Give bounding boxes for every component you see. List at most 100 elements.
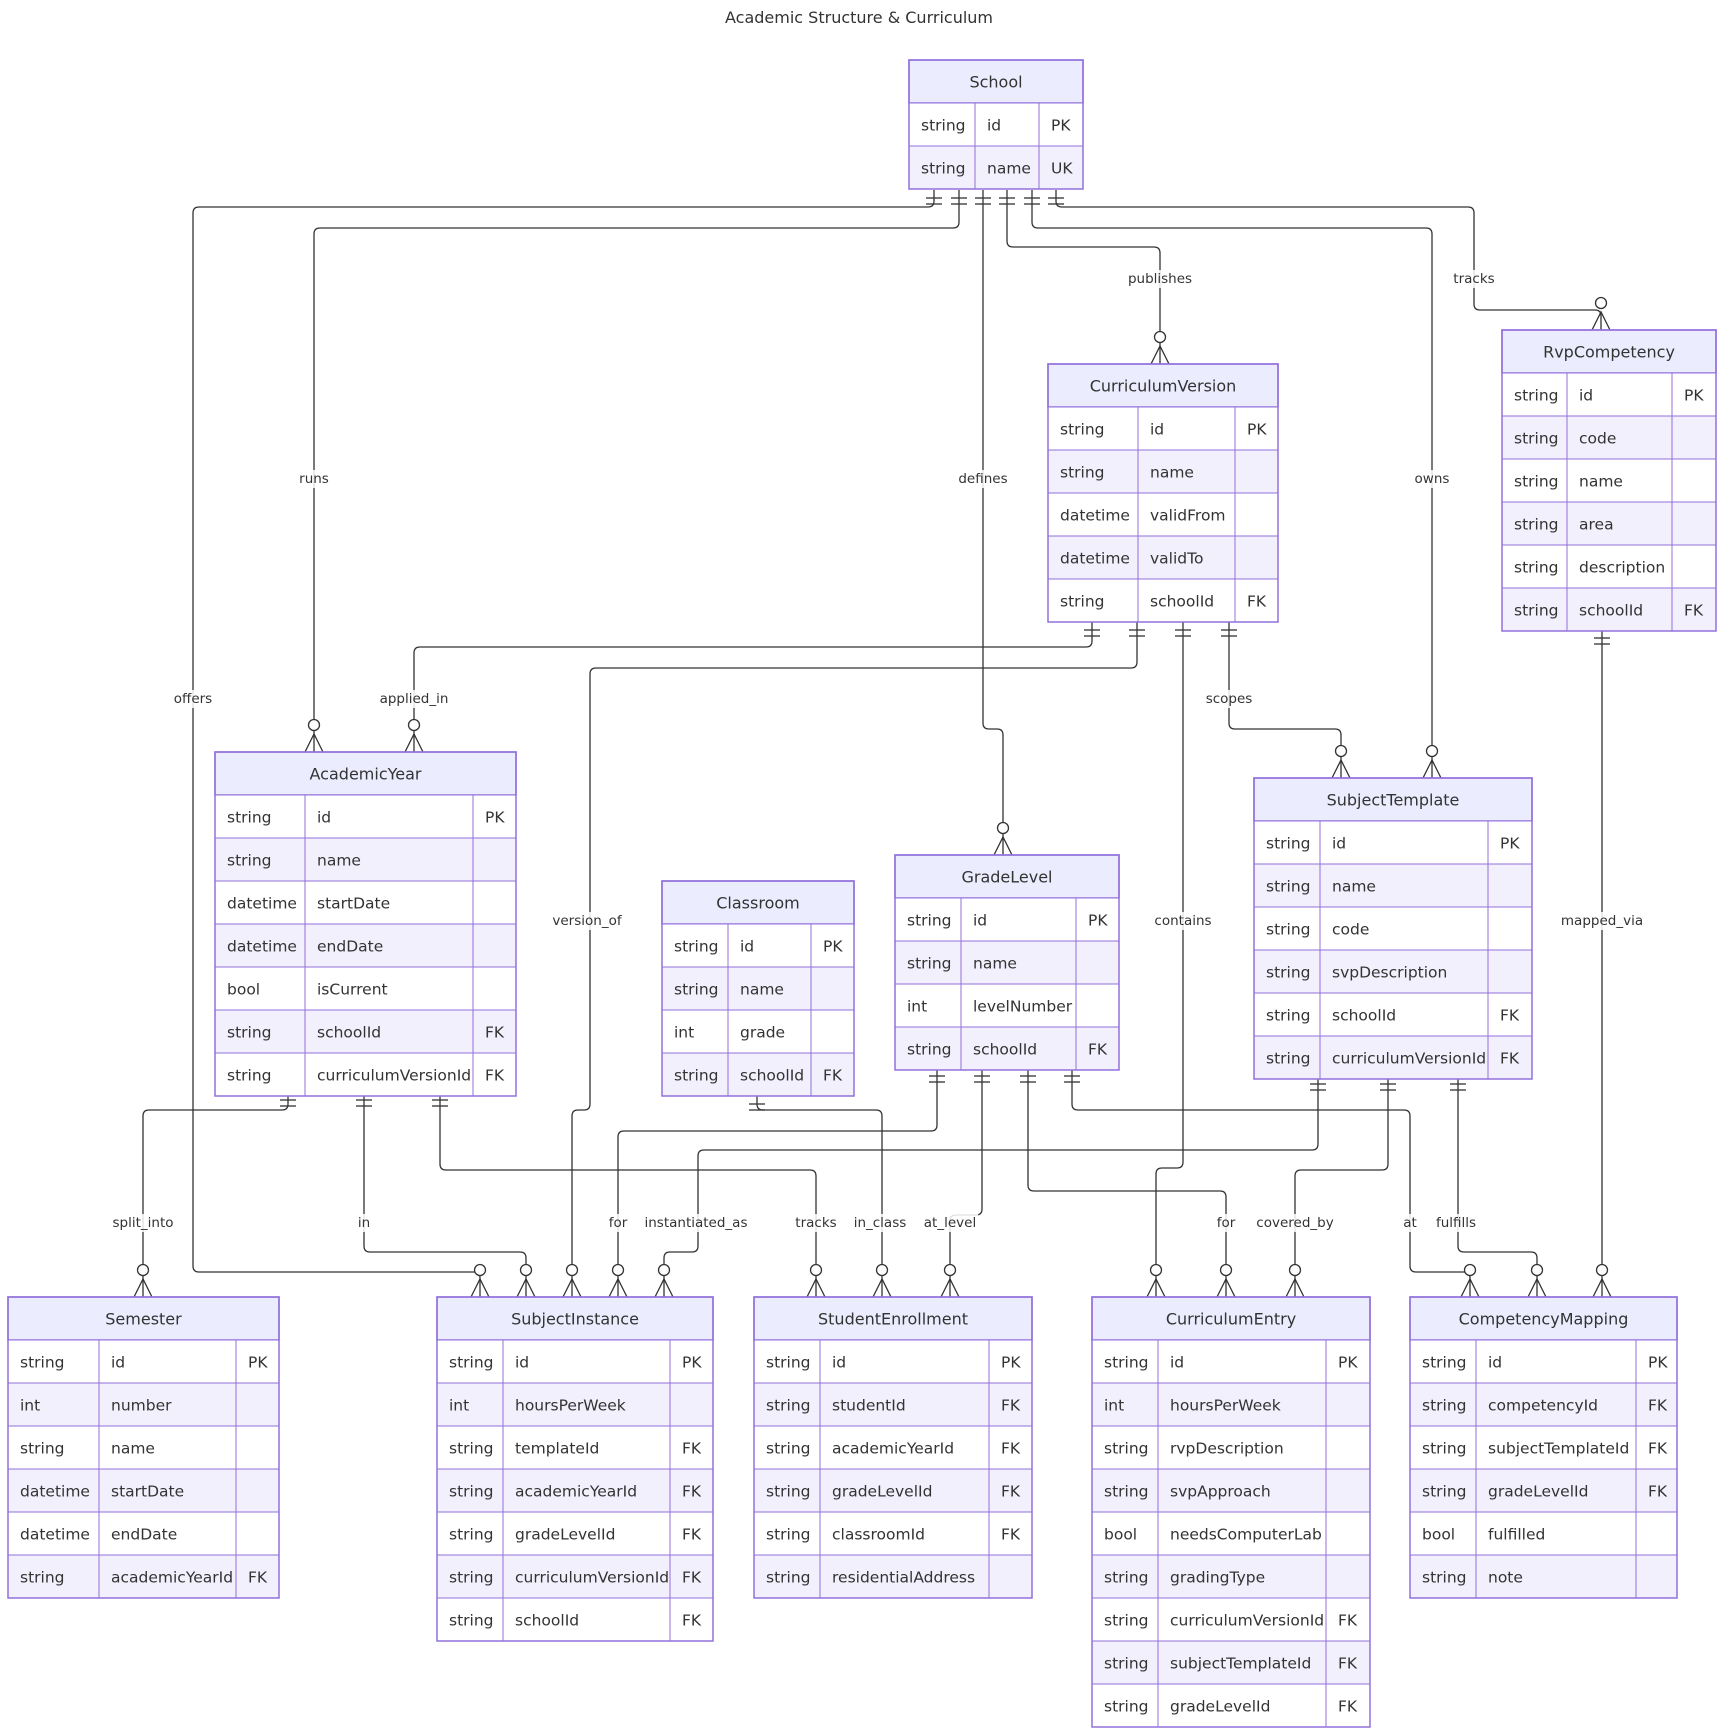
attribute-row [8,1426,279,1469]
entity-border [661,880,855,1097]
attribute-key: FK [682,1526,702,1544]
attribute-name: endDate [317,938,383,956]
attribute-row [8,1512,279,1555]
entity-header [436,1296,714,1341]
attribute-name: id [1170,1354,1184,1372]
attribute-type: string [1104,1698,1149,1716]
relationship-label: covered_by [1256,1215,1333,1231]
attribute-type: string [1422,1569,1467,1587]
attribute-type: string [227,809,272,827]
relationship-label: for [609,1215,628,1231]
label-background [171,690,215,708]
crow-foot [608,1277,628,1298]
crow-foot [1422,758,1442,779]
attribute-row [1410,1426,1677,1469]
attribute-type: bool [227,981,260,999]
relationship-line [1055,190,1602,330]
relationship-rvp-competency-competency-mapping [1592,630,1612,1298]
relationship-label-scopes: scopes [1203,690,1255,708]
attribute-row [437,1512,713,1555]
label-background [1451,270,1497,288]
relationship-label-contains: contains [1152,912,1214,930]
relationship-label: offers [174,691,212,707]
attribute-name: id [111,1354,125,1372]
entity-name: AcademicYear [310,765,422,784]
attribute-name: isCurrent [317,981,388,999]
attribute-type: int [20,1397,40,1415]
entity-name: Classroom [716,894,799,913]
zero-mark [565,1263,579,1277]
attribute-type: string [766,1483,811,1501]
attribute-type: string [1514,430,1559,448]
relationship-line [1228,622,1342,778]
label-background [851,1214,909,1232]
attribute-name: competencyId [1488,1397,1598,1415]
zero-mark [1219,1263,1233,1277]
label-background [606,1214,630,1232]
relationship-line [1457,1076,1538,1297]
relationship-line [1071,1068,1471,1297]
attribute-type: string [1104,1655,1149,1673]
attribute-type: string [1514,516,1559,534]
attribute-row [754,1555,1032,1598]
relationship-curriculum-version-curriculum-entry [1146,622,1191,1298]
attribute-name: levelNumber [973,998,1073,1016]
attribute-key: FK [682,1569,702,1587]
attribute-row [1092,1340,1370,1383]
entity-border [908,59,1084,190]
attribute-row [437,1469,713,1512]
zero-mark [1425,744,1439,758]
attribute-name: academicYearId [832,1440,954,1458]
attribute-name: schoolId [317,1024,381,1042]
zero-mark [809,1263,823,1277]
crow-foot [1285,1277,1305,1298]
attribute-row [1254,950,1532,993]
relationship-label-instantiated-as: instantiated_as [642,1214,750,1232]
attribute-row [895,1027,1119,1070]
relationship-label-tracks: tracks [793,1214,839,1232]
attribute-row [1092,1641,1370,1684]
attribute-type: int [907,998,927,1016]
relationship-school-subject-template [1024,190,1442,779]
attribute-name: name [1332,878,1376,896]
entity-border [1501,329,1717,632]
relationship-label-covered-by: covered_by [1254,1214,1336,1232]
attribute-row [215,924,516,967]
attribute-name: gradeLevelId [1170,1698,1270,1716]
entity-name: CompetencyMapping [1459,1310,1629,1329]
attribute-name: id [1150,421,1164,439]
attribute-row [8,1469,279,1512]
attribute-row [1254,864,1532,907]
attribute-name: fulfilled [1488,1526,1545,1544]
attribute-type: string [1104,1440,1149,1458]
attribute-name: name [317,852,361,870]
relationship-label: defines [958,471,1007,487]
relationship-school-subject-instance [192,190,942,1298]
attribute-row [662,967,854,1010]
attribute-name: id [317,809,331,827]
relationship-line [413,622,1093,752]
attribute-row [1502,588,1716,631]
attribute-row [215,967,516,1010]
attribute-key: PK [1088,912,1108,930]
entity-name: CurriculumVersion [1090,377,1237,396]
attribute-row [8,1340,279,1383]
attribute-key: PK [1001,1354,1021,1372]
attribute-type: string [907,955,952,973]
attribute-name: endDate [111,1526,177,1544]
crow-foot [1527,1277,1547,1298]
zero-mark [1153,330,1167,344]
entity-border [436,1296,714,1642]
relationship-label-applied-in: applied_in [377,690,451,708]
crow-foot [1591,310,1611,331]
attribute-key: PK [1500,835,1520,853]
attribute-row [437,1426,713,1469]
relationship-label: runs [299,471,329,487]
attribute-type: datetime [1060,507,1130,525]
relationship-label: tracks [1453,271,1494,287]
